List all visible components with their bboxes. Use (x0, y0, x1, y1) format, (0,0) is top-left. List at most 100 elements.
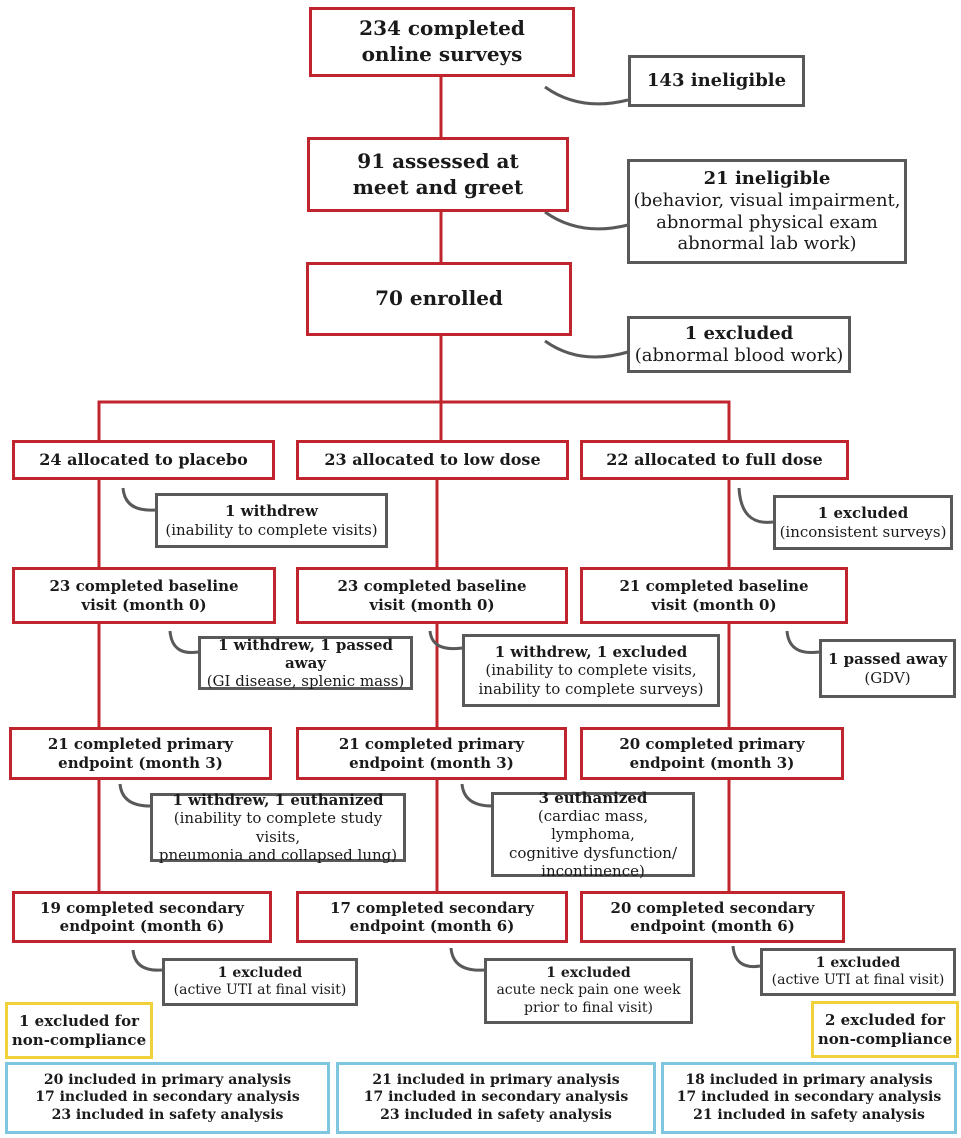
placebo-withdrew-title: 1 withdrew (225, 502, 318, 521)
low-dose-baseline-loss-line-2: inability to complete surveys) (478, 679, 704, 698)
placebo-secondary-loss-box: 1 excluded (active UTI at final visit) (162, 958, 358, 1006)
exclusion-connectors (118, 85, 820, 972)
low-dose-analysis-secondary: 17 included in secondary analysis (363, 1089, 629, 1106)
low-dose-baseline-line-2: visit (month 0) (369, 595, 495, 614)
placebo-analysis-secondary: 17 included in secondary analysis (35, 1089, 300, 1106)
full-dose-baseline-loss-box: 1 passed away (GDV) (819, 639, 956, 698)
excluded-blood-work-title: 1 excluded (684, 322, 794, 344)
meet-and-greet-box: 91 assessed at meet and greet (307, 137, 569, 212)
full-dose-baseline-line-2: visit (month 0) (651, 595, 777, 614)
placebo-secondary-line-1: 19 completed secondary (40, 898, 244, 917)
placebo-allocated-box: 24 allocated to placebo (12, 440, 275, 480)
full-dose-analysis-safety: 21 included in safety analysis (693, 1106, 925, 1123)
excluded-blood-work-line: (abnormal blood work) (634, 344, 844, 366)
ineligible-meet-greet-title: 21 ineligible (703, 167, 831, 189)
meet-greet-line-1: 91 assessed at (357, 148, 519, 173)
placebo-baseline-line-2: visit (month 0) (81, 595, 207, 614)
full-dose-primary-line-2: endpoint (month 3) (629, 753, 795, 772)
full-dose-excluded-title: 1 excluded (817, 504, 909, 523)
placebo-noncompliance-line-2: non-compliance (11, 1030, 147, 1049)
placebo-noncompliance-line-1: 1 excluded for (19, 1012, 139, 1031)
flow-connectors (97, 77, 731, 891)
full-dose-baseline-line-1: 21 completed baseline (619, 577, 809, 596)
low-dose-baseline-box: 23 completed baseline visit (month 0) (296, 567, 568, 624)
low-dose-allocated-text: 23 allocated to low dose (324, 450, 541, 470)
low-dose-primary-box: 21 completed primary endpoint (month 3) (296, 727, 567, 780)
low-dose-allocated-box: 23 allocated to low dose (296, 440, 569, 480)
low-dose-baseline-line-1: 23 completed baseline (337, 577, 527, 596)
low-dose-analysis-box: 21 included in primary analysis 17 inclu… (336, 1062, 656, 1134)
full-dose-secondary-loss-box: 1 excluded (active UTI at final visit) (760, 948, 956, 996)
full-dose-analysis-box: 18 included in primary analysis 17 inclu… (661, 1062, 957, 1134)
placebo-primary-line-1: 21 completed primary (47, 735, 234, 754)
low-dose-secondary-box: 17 completed secondary endpoint (month 6… (296, 891, 568, 943)
placebo-noncompliance-box: 1 excluded for non-compliance (5, 1002, 153, 1059)
full-dose-primary-line-1: 20 completed primary (619, 735, 805, 754)
full-dose-primary-box: 20 completed primary endpoint (month 3) (580, 727, 844, 780)
placebo-baseline-loss-box: 1 withdrew, 1 passed away (GI disease, s… (198, 636, 413, 690)
ineligible-meet-greet-box: 21 ineligible (behavior, visual impairme… (627, 159, 907, 264)
full-dose-excluded-box: 1 excluded (inconsistent surveys) (773, 495, 953, 550)
low-dose-secondary-loss-line-1: acute neck pain one week (496, 982, 681, 999)
placebo-primary-loss-line-1: (inability to complete study visits, (173, 809, 383, 846)
low-dose-primary-loss-line-1: (cardiac mass, lymphoma, (537, 807, 649, 844)
ineligible-surveys-text: 143 ineligible (646, 70, 787, 92)
low-dose-primary-line-2: endpoint (month 3) (349, 753, 514, 772)
surveys-line-1: 234 completed (359, 16, 525, 41)
placebo-withdrew-box: 1 withdrew (inability to complete visits… (155, 493, 388, 548)
low-dose-primary-loss-box: 3 euthanized (cardiac mass, lymphoma, co… (491, 788, 695, 880)
low-dose-analysis-primary: 21 included in primary analysis (372, 1072, 620, 1089)
low-dose-baseline-loss-line-1: (inability to complete visits, (485, 661, 697, 680)
placebo-secondary-line-2: endpoint (month 6) (59, 917, 225, 935)
low-dose-primary-loss-line-2: cognitive dysfunction/ (508, 843, 678, 862)
ineligible-meet-greet-line-3: abnormal lab work) (677, 233, 857, 255)
ineligible-meet-greet-line-1: (behavior, visual impairment, (633, 189, 901, 211)
placebo-baseline-line-1: 23 completed baseline (49, 577, 239, 596)
full-dose-secondary-loss-title: 1 excluded (815, 954, 901, 971)
full-dose-allocated-box: 22 allocated to full dose (580, 440, 849, 480)
low-dose-baseline-loss-box: 1 withdrew, 1 excluded (inability to com… (462, 634, 720, 707)
placebo-primary-box: 21 completed primary endpoint (month 3) (9, 727, 272, 780)
placebo-allocated-text: 24 allocated to placebo (39, 450, 248, 470)
low-dose-secondary-loss-line-2: prior to final visit) (524, 999, 653, 1016)
ineligible-meet-greet-line-2: abnormal physical exam (656, 211, 878, 233)
full-dose-allocated-text: 22 allocated to full dose (606, 450, 823, 470)
placebo-analysis-primary: 20 included in primary analysis (43, 1072, 292, 1089)
placebo-withdrew-line: (inability to complete visits) (165, 520, 378, 539)
full-dose-secondary-loss-line: (active UTI at final visit) (771, 972, 945, 988)
low-dose-secondary-line-1: 17 completed secondary (330, 898, 534, 917)
full-dose-noncompliance-line-1: 2 excluded for (825, 1011, 945, 1030)
full-dose-baseline-box: 21 completed baseline visit (month 0) (580, 567, 848, 624)
enrolled-box: 70 enrolled (306, 262, 572, 336)
excluded-blood-work-box: 1 excluded (abnormal blood work) (627, 316, 851, 373)
low-dose-secondary-loss-box: 1 excluded acute neck pain one week prio… (484, 958, 693, 1024)
placebo-baseline-loss-title: 1 withdrew, 1 passed away (218, 635, 393, 672)
full-dose-excluded-line: (inconsistent surveys) (779, 522, 947, 541)
full-dose-noncompliance-line-2: non-compliance (817, 1029, 953, 1048)
low-dose-primary-loss-title: 3 euthanized (538, 788, 648, 807)
placebo-analysis-safety: 23 included in safety analysis (51, 1106, 284, 1123)
low-dose-secondary-line-2: endpoint (month 6) (349, 917, 515, 935)
low-dose-secondary-loss-title: 1 excluded (546, 965, 631, 982)
enrolled-text: 70 enrolled (375, 286, 503, 311)
full-dose-secondary-box: 20 completed secondary endpoint (month 6… (580, 891, 845, 943)
full-dose-noncompliance-box: 2 excluded for non-compliance (811, 1001, 959, 1058)
placebo-primary-loss-line-2: pneumonia and collapsed lung) (158, 845, 398, 864)
surveys-line-2: online surveys (361, 42, 523, 66)
placebo-secondary-box: 19 completed secondary endpoint (month 6… (12, 891, 272, 943)
placebo-analysis-box: 20 included in primary analysis 17 inclu… (5, 1062, 330, 1134)
full-dose-secondary-line-2: endpoint (month 6) (630, 917, 795, 935)
placebo-secondary-loss-title: 1 excluded (217, 964, 303, 981)
low-dose-primary-loss-line-3: incontinence) (541, 861, 645, 880)
placebo-primary-loss-box: 1 withdrew, 1 euthanized (inability to c… (150, 790, 406, 864)
full-dose-analysis-primary: 18 included in primary analysis (685, 1072, 933, 1089)
placebo-primary-loss-title: 1 withdrew, 1 euthanized (172, 790, 384, 809)
full-dose-baseline-loss-line: (GDV) (864, 668, 911, 687)
full-dose-baseline-loss-title: 1 passed away (827, 650, 948, 669)
low-dose-baseline-loss-title: 1 withdrew, 1 excluded (494, 643, 688, 662)
full-dose-secondary-line-1: 20 completed secondary (610, 898, 815, 917)
placebo-primary-line-2: endpoint (month 3) (58, 753, 223, 772)
low-dose-analysis-safety: 23 included in safety analysis (380, 1106, 612, 1123)
ineligible-surveys-box: 143 ineligible (628, 55, 805, 107)
